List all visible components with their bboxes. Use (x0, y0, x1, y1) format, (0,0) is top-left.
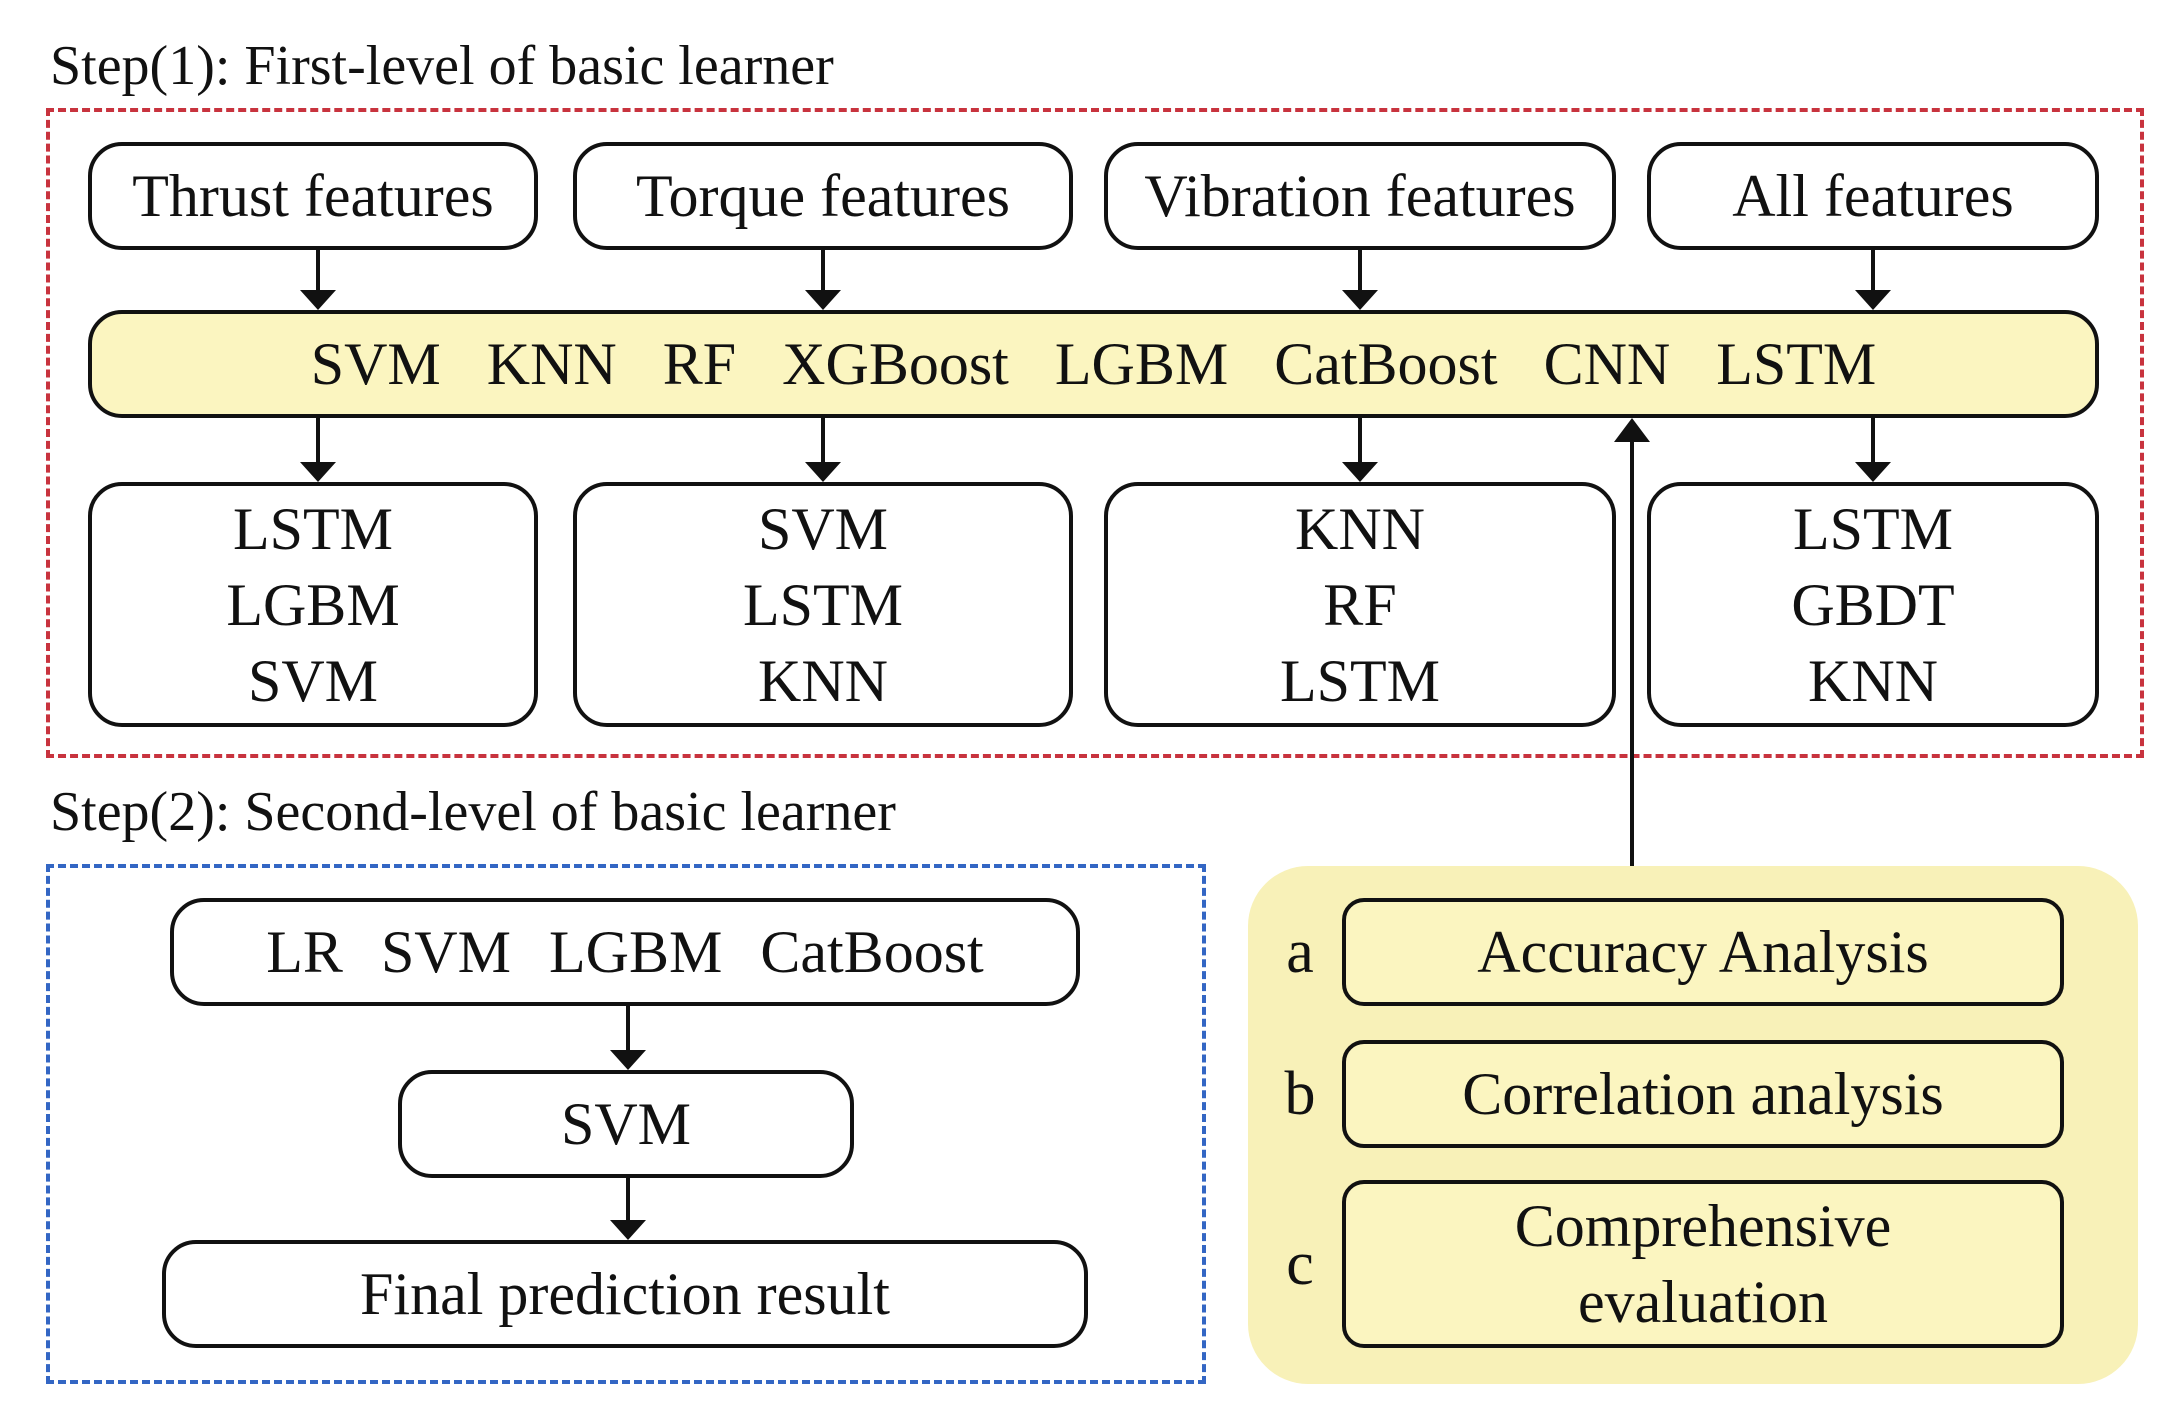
selected-model: LSTM (742, 571, 904, 638)
correlation-analysis-box: Correlation analysis (1342, 1040, 2064, 1148)
selected-model: KNN (1808, 647, 1938, 714)
analysis-letter-b: b (1284, 1059, 1316, 1128)
selected-model: GBDT (1791, 571, 1955, 638)
meta-model-svm: SVM (380, 919, 511, 985)
selected-box-vibration: KNN RF LSTM (1104, 482, 1616, 727)
model-svm: SVM (310, 331, 441, 397)
selected-box-all: LSTM GBDT KNN (1647, 482, 2099, 727)
analysis-letter-a: a (1286, 917, 1314, 986)
selected-model: KNN (758, 647, 888, 714)
selected-model: SVM (247, 647, 379, 714)
feature-box-thrust: Thrust features (88, 142, 538, 250)
selected-model: LSTM (1279, 647, 1441, 714)
selected-model: LGBM (226, 571, 400, 638)
model-knn: KNN (486, 331, 617, 397)
selected-model: SVM (757, 495, 889, 562)
selected-box-thrust: LSTM LGBM SVM (88, 482, 538, 727)
step2-frame (46, 864, 1206, 1384)
base-models-bar: SVM KNN RF XGBoost LGBM CatBoost CNN LST… (88, 310, 2099, 418)
feature-box-all: All features (1647, 142, 2099, 250)
analysis-letter-c: c (1286, 1229, 1314, 1298)
meta-input-models-box: LR SVM LGBM CatBoost (170, 898, 1080, 1006)
step1-title: Step(1): First-level of basic learner (50, 35, 834, 97)
comprehensive-evaluation-box: Comprehensive evaluation (1342, 1180, 2064, 1348)
model-cnn: CNN (1543, 331, 1671, 397)
feature-box-vibration: Vibration features (1104, 142, 1616, 250)
meta-model-lr: LR (266, 919, 343, 985)
selected-model: KNN (1295, 495, 1425, 562)
meta-model-lgbm: LGBM (549, 919, 723, 985)
model-catboost: CatBoost (1274, 331, 1498, 397)
feature-box-torque: Torque features (573, 142, 1073, 250)
selected-model: LSTM (232, 495, 394, 562)
step1-frame (46, 108, 2144, 758)
model-lstm: LSTM (1716, 331, 1877, 397)
model-rf: RF (662, 331, 737, 397)
accuracy-analysis-box: Accuracy Analysis (1342, 898, 2064, 1006)
selected-box-torque: SVM LSTM KNN (573, 482, 1073, 727)
model-xgboost: XGBoost (782, 331, 1009, 397)
final-result-box: Final prediction result (162, 1240, 1088, 1348)
meta-model-catboost: CatBoost (760, 919, 984, 985)
selected-model: RF (1323, 571, 1397, 638)
meta-learner-box: SVM (398, 1070, 854, 1178)
selected-model: LSTM (1792, 495, 1954, 562)
model-lgbm: LGBM (1054, 331, 1229, 397)
step2-title: Step(2): Second-level of basic learner (50, 781, 896, 843)
